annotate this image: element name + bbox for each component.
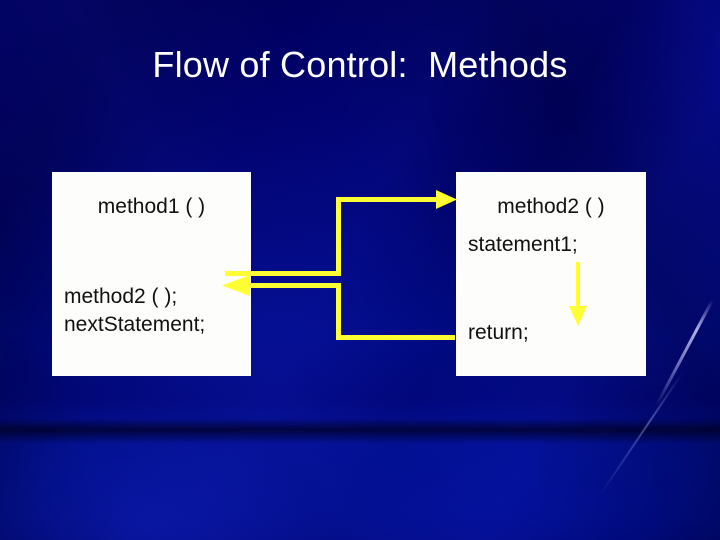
method1-call-statement: method2 ( ); [64, 285, 178, 308]
method1-header-label: method1 ( ) [97, 195, 206, 218]
background-dark-band [0, 418, 720, 444]
slide-title: Flow of Control: Methods [152, 44, 568, 85]
method2-box: method2 ( ) statement1; return; [456, 172, 646, 376]
method1-box: method1 ( ) method2 ( ); nextStatement; [52, 172, 251, 376]
method2-header-label: method2 ( ) [497, 195, 605, 218]
background-glow-bottom-left [0, 350, 400, 540]
method1-next-statement: nextStatement; [64, 313, 206, 336]
method2-return-statement: return; [468, 321, 529, 344]
method2-statement1: statement1; [468, 233, 578, 256]
